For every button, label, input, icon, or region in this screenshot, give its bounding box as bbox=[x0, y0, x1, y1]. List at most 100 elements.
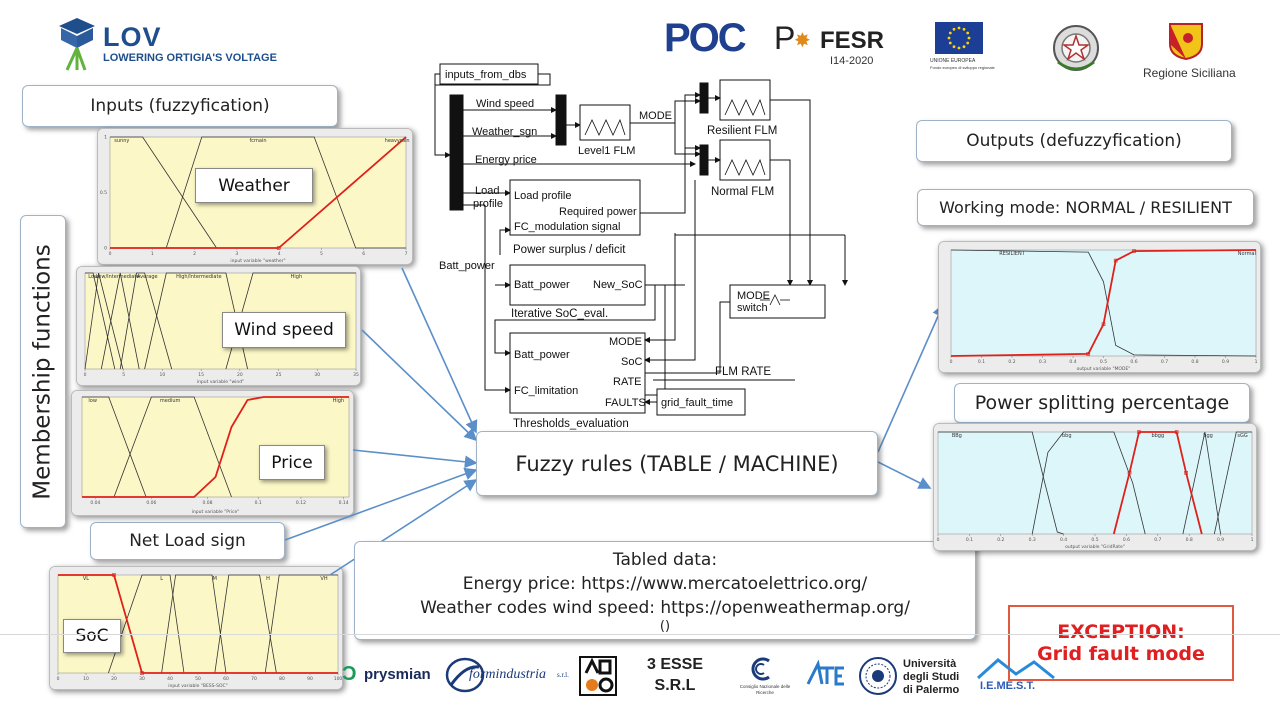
x-tick-label: 0.7 bbox=[1161, 359, 1168, 365]
mf-marker bbox=[1101, 322, 1106, 326]
x-tick-label: 5 bbox=[122, 372, 125, 378]
y-tick-label: 0 bbox=[104, 246, 107, 252]
sim-wind-speed: Wind speed bbox=[476, 98, 534, 110]
mf-marker bbox=[1184, 470, 1188, 475]
mf-curve-1 bbox=[161, 574, 227, 674]
x-tick-label: 100 bbox=[334, 676, 342, 682]
fesr-title: FESR bbox=[820, 27, 885, 54]
x-tick-label: 0.8 bbox=[1186, 537, 1193, 543]
tre-esse-line-2: S.R.L bbox=[654, 677, 696, 694]
sim-th-title: Thresholds_evaluation bbox=[513, 418, 629, 430]
mf-label: Normal bbox=[1238, 251, 1256, 257]
x-tick-label: 50 bbox=[195, 676, 201, 682]
sim-th-soc: SoC bbox=[621, 356, 642, 368]
x-tick-label: 0 bbox=[57, 676, 60, 682]
x-tick-label: 0.6 bbox=[1130, 359, 1137, 365]
mf-curve-0 bbox=[950, 249, 1257, 357]
eu-logo: UNIONE EUROPEA Fondo europeo di sviluppo… bbox=[930, 22, 1000, 78]
axis-label: input variable "wind" bbox=[197, 379, 244, 385]
x-tick-label: 0 bbox=[109, 251, 112, 257]
mf-label: bgg bbox=[1203, 433, 1213, 439]
x-tick-label: 60 bbox=[223, 676, 229, 682]
mf-label: High/Intermediate bbox=[176, 274, 221, 280]
iemest-logo: I.E.ME.S.T. bbox=[972, 656, 1062, 700]
sim-batt-power: Batt_power bbox=[439, 260, 495, 272]
working-mode-label: Working mode: NORMAL / RESILIENT bbox=[917, 189, 1254, 226]
x-tick-label: 5 bbox=[320, 251, 323, 257]
x-tick-label: 0.5 bbox=[1100, 359, 1107, 365]
sim-th-batt: Batt_power bbox=[514, 349, 570, 361]
mf-curve-4 bbox=[58, 574, 338, 674]
sim-ps-title: Power surplus / deficit bbox=[513, 244, 626, 256]
x-tick-label: 0 bbox=[950, 359, 953, 365]
prysmian-mark-icon: Ͻ bbox=[342, 663, 357, 685]
mf-curve-0 bbox=[82, 396, 147, 498]
x-tick-label: 0.3 bbox=[1039, 359, 1046, 365]
x-tick-label: 0.2 bbox=[1008, 359, 1015, 365]
sim-energy-price: Energy price bbox=[475, 154, 537, 166]
x-tick-label: 0.1 bbox=[978, 359, 985, 365]
sim-mode-switch-2: switch bbox=[737, 302, 768, 314]
mf-label: RESILIENT bbox=[999, 251, 1025, 257]
mf-label: L bbox=[160, 576, 163, 582]
mf-label: Low bbox=[88, 274, 98, 280]
x-tick-label: 4 bbox=[278, 251, 281, 257]
mf-marker bbox=[1137, 430, 1141, 434]
exception-box: EXCEPTION: Grid fault mode bbox=[1008, 605, 1234, 681]
x-tick-label: 3 bbox=[235, 251, 238, 257]
mf-label: Low/Intermediate bbox=[96, 274, 140, 280]
mf-label: High bbox=[333, 398, 345, 404]
tabled-data-extra: () bbox=[659, 618, 671, 634]
sicily-logo: Regione Siciliana bbox=[1138, 22, 1238, 82]
arrow-price-to-rules bbox=[352, 449, 478, 469]
mf-curve-3 bbox=[1213, 431, 1252, 535]
mf-label: M bbox=[213, 576, 217, 582]
x-tick-label: 0.4 bbox=[1060, 537, 1067, 543]
iemest-name: I.E.ME.S.T. bbox=[980, 680, 1036, 692]
sim-soc-batt: Batt_power bbox=[514, 279, 570, 291]
price-label: Price bbox=[259, 445, 325, 480]
x-tick-label: 0.1 bbox=[255, 500, 262, 506]
sim-inputs-from-dbs: inputs_from_dbs bbox=[445, 69, 527, 81]
weather-label: Weather bbox=[195, 168, 313, 203]
sim-flm-rate: FLM RATE bbox=[715, 366, 771, 378]
fesr-p-icon: P bbox=[774, 20, 796, 56]
tre-esse-line-1: 3 ESSE bbox=[646, 656, 704, 673]
sim-normal-flm: Normal FLM bbox=[711, 186, 774, 198]
axis-label: input variable "weather" bbox=[230, 258, 285, 264]
energy-price-source: Energy price: https://www.mercatoelettri… bbox=[462, 573, 868, 594]
mf-curve-2 bbox=[1182, 431, 1221, 535]
mf-curve-1 bbox=[950, 249, 1257, 357]
x-tick-label: 10 bbox=[160, 372, 166, 378]
unipa-line-3: di Palermo bbox=[903, 684, 960, 696]
x-tick-label: 0.9 bbox=[1217, 537, 1224, 543]
sim-th-mode: MODE bbox=[609, 336, 642, 348]
sim-ps-fc: FC_modulation signal bbox=[514, 221, 620, 233]
x-tick-label: 35 bbox=[353, 372, 359, 378]
x-tick-label: 80 bbox=[279, 676, 285, 682]
mf-curve-2 bbox=[82, 396, 349, 498]
membership-functions-label: Membership functions bbox=[20, 215, 66, 528]
ate-logo-icon bbox=[806, 660, 844, 686]
mf-marker bbox=[1127, 470, 1132, 475]
mf-label: medium bbox=[160, 398, 181, 404]
x-tick-label: 0.4 bbox=[1069, 359, 1076, 365]
x-tick-label: 70 bbox=[251, 676, 257, 682]
mf-label: sGG bbox=[1237, 433, 1247, 439]
fesr-years: I14-2020 bbox=[830, 55, 874, 67]
region-name: Regione Siciliana bbox=[1143, 66, 1236, 80]
mf-label: VH bbox=[320, 576, 327, 582]
formindustria-swoosh-icon bbox=[445, 657, 485, 693]
x-tick-label: 0.14 bbox=[339, 500, 349, 506]
eu-caption: UNIONE EUROPEA bbox=[930, 58, 976, 64]
net-load-sign-label: Net Load sign bbox=[90, 522, 285, 560]
x-tick-label: 1 bbox=[1255, 359, 1258, 365]
axis-label: input variable "Price" bbox=[192, 509, 240, 515]
mf-label: Average bbox=[137, 274, 158, 280]
x-tick-label: 10 bbox=[83, 676, 89, 682]
plot-area bbox=[950, 249, 1257, 357]
